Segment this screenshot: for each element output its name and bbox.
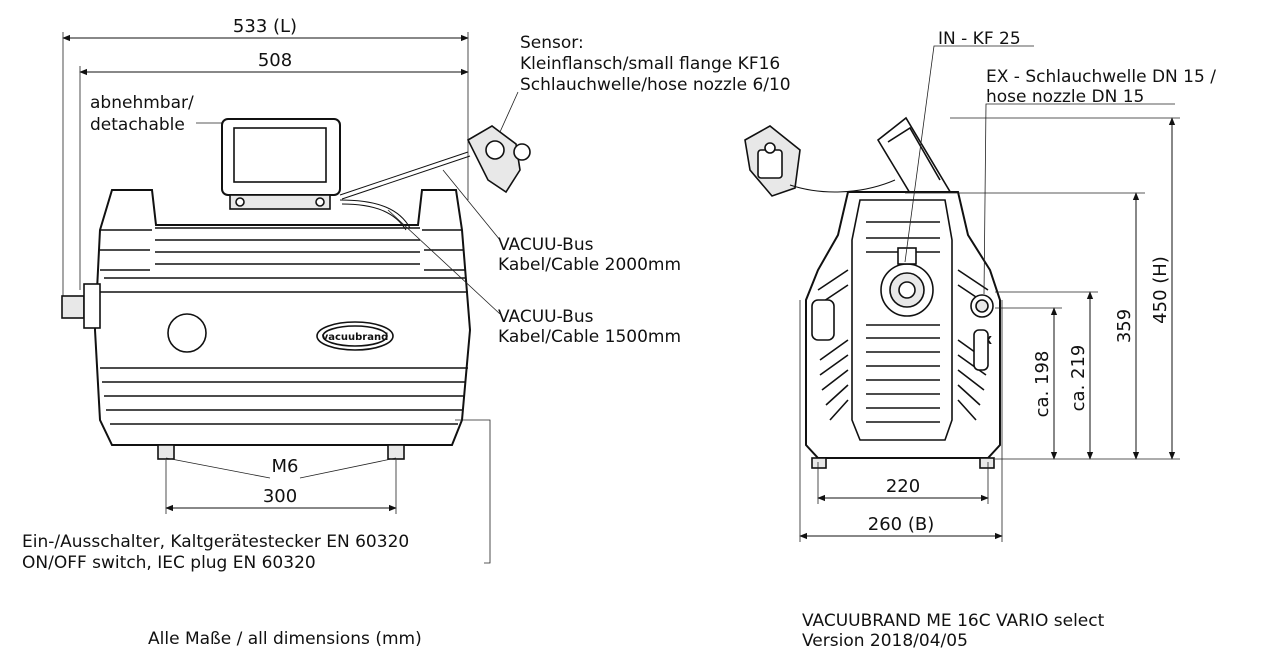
all-dimensions-note: Alle Maße / all dimensions (mm) (148, 629, 422, 649)
controller-detached (744, 125, 896, 197)
dim-450-label: 450 (H) (1150, 256, 1171, 324)
brand-badge-text: vacuubrand (322, 332, 389, 343)
switch-label-de: Ein-/Ausschalter, Kaltgerätestecker EN 6… (22, 532, 409, 552)
pump-body-front: EX (805, 191, 1001, 469)
dim-260-label: 260 (B) (868, 514, 934, 535)
detachable-label-en: detachable (90, 115, 185, 135)
sensor-unit (339, 125, 531, 231)
switch-label-en: ON/OFF switch, IEC plug EN 60320 (22, 553, 316, 573)
vacuu-bus-1500-label: VACUU-Bus (498, 307, 594, 327)
pump-body-side: vacuubrand (61, 189, 472, 460)
horizontal-dimensions: 220 260 (B) (799, 300, 1003, 542)
vacuu-bus-1500-cable: Kabel/Cable 1500mm (498, 327, 681, 347)
dim-198-label: ca. 198 (1032, 351, 1053, 418)
in-kf25-label: IN - KF 25 (938, 29, 1021, 49)
vertical-dimensions: 450 (H) 359 ca. 219 ca. 198 (905, 117, 1180, 460)
sensor-label-nozzle: Schlauchwelle/hose nozzle 6/10 (520, 75, 791, 95)
dim-533-label: 533 (L) (233, 16, 297, 37)
dim-219-label: ca. 219 (1068, 345, 1089, 412)
detachable-label-de: abnehmbar/ (90, 93, 194, 113)
dim-220-label: 220 (886, 476, 920, 497)
version-label: Version 2018/04/05 (802, 631, 968, 651)
controller-display (221, 118, 341, 210)
dim-508-label: 508 (258, 50, 292, 71)
m6-label: M6 (272, 456, 299, 477)
ex-label-de: EX - Schlauchwelle DN 15 / (986, 67, 1216, 87)
dimension-508: 508 (79, 50, 469, 290)
front-view-pump: EX IN - KF 25 EX - Schlauchwelle DN 15 /… (744, 29, 1216, 651)
vacuu-bus-2000-cable: Kabel/Cable 2000mm (498, 255, 681, 275)
ex-label-en: hose nozzle DN 15 (986, 87, 1144, 107)
sensor-label-flange: Kleinflansch/small flange KF16 (520, 54, 780, 74)
side-view-pump: 533 (L) 508 abnehmbar/ detachable (22, 16, 791, 649)
dim-300-label: 300 (263, 486, 297, 507)
sensor-label: Sensor: (520, 33, 584, 53)
model-title: VACUUBRAND ME 16C VARIO select (802, 611, 1105, 631)
dim-359-label: 359 (1114, 309, 1135, 343)
vacuu-bus-2000-label: VACUU-Bus (498, 235, 594, 255)
dimension-533: 533 (L) (62, 16, 469, 300)
